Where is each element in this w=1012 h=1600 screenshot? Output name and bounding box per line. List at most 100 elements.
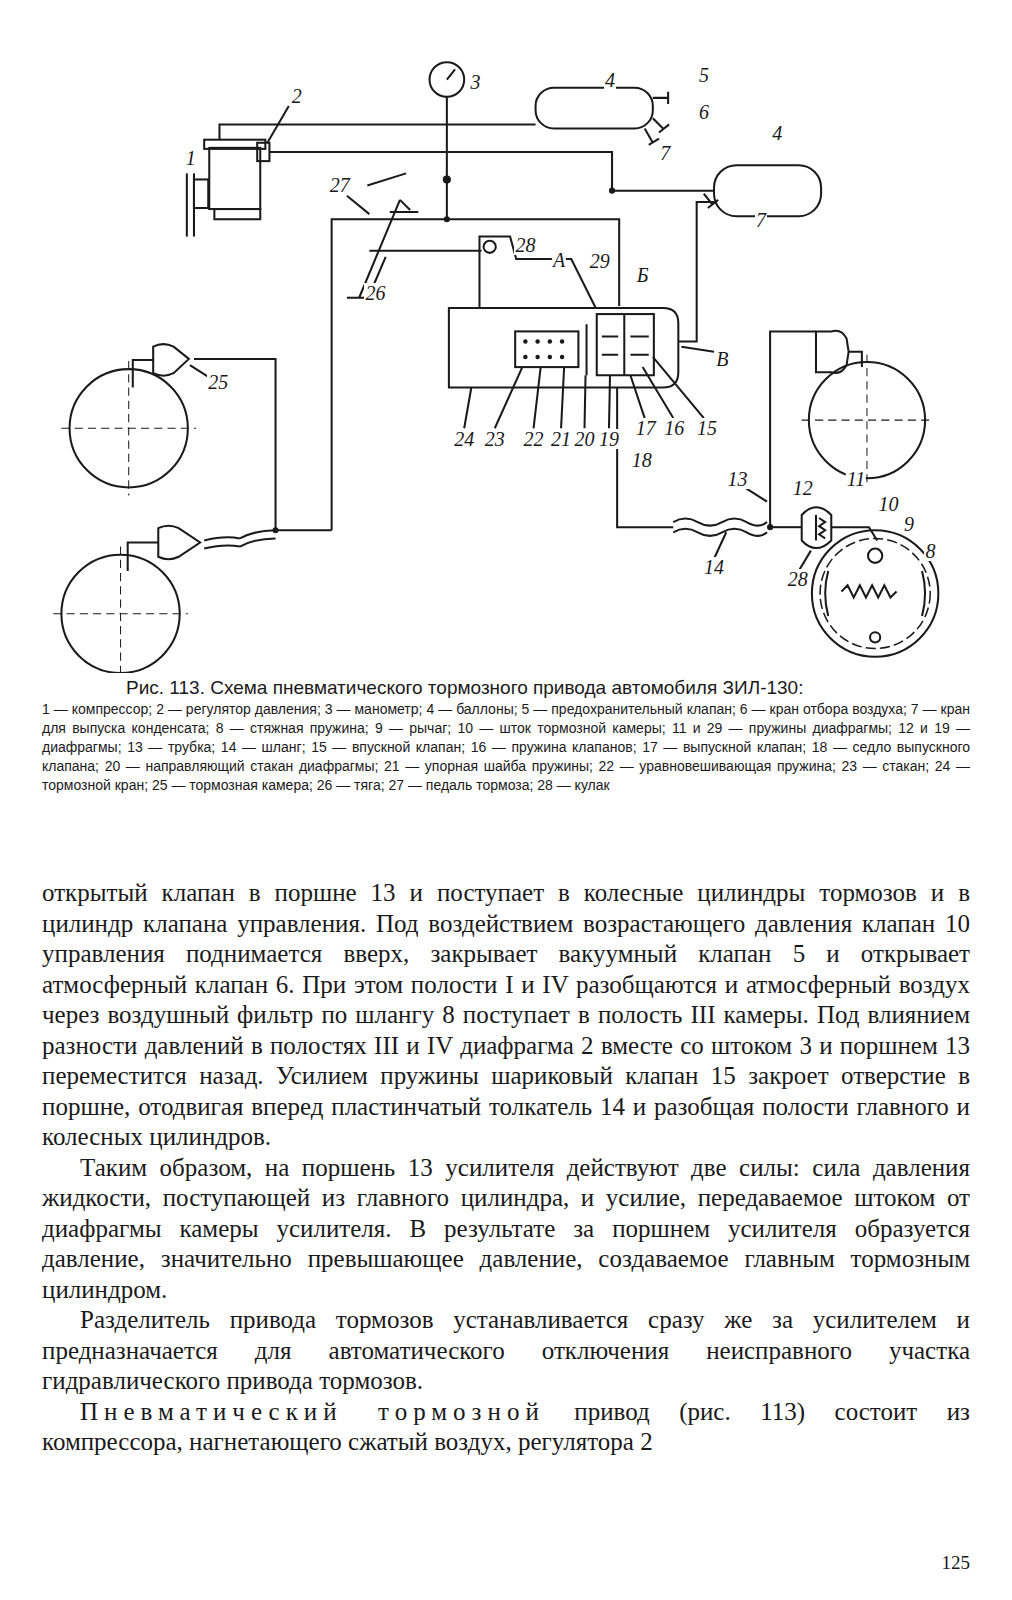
drawing-stroke: [430, 62, 465, 97]
brake-system-drawing: [0, 0, 1012, 673]
drawing-stroke: [515, 331, 578, 367]
drawing-stroke: [53, 547, 188, 673]
drawing-stroke: [267, 106, 288, 143]
callout-number: В: [715, 349, 729, 369]
drawing-stroke: [479, 237, 595, 308]
drawing-stroke: [278, 529, 332, 531]
callout-number: 7: [659, 143, 671, 163]
drawing-stroke: [373, 257, 385, 286]
callout-number: 11: [846, 469, 867, 489]
drawing-stroke: [653, 118, 669, 132]
drawing-stroke: [597, 314, 654, 375]
drawing-stroke: [868, 549, 882, 563]
callout-number: 22: [523, 429, 545, 449]
callout-number: 20: [574, 429, 596, 449]
drawing-stroke: [714, 532, 726, 559]
drawing-stroke: [609, 188, 615, 194]
drawing-stroke: [240, 530, 276, 546]
drawing-stroke: [819, 518, 825, 538]
drawing-stroke: [812, 530, 938, 656]
callout-number: А: [552, 250, 566, 270]
drawing-stroke: [586, 324, 588, 375]
callout-number: 26: [364, 283, 386, 303]
drawing-stroke: [653, 92, 668, 104]
paragraph-box: Пневматический тормозной привод (рис. 11…: [42, 1397, 970, 1458]
drawing-stroke: [446, 97, 448, 219]
drawing-stroke: [815, 515, 817, 540]
callout-number: 28: [787, 569, 809, 589]
drawing-stroke: [272, 527, 278, 533]
drawing-stroke: [194, 179, 208, 208]
drawing-stroke: [770, 526, 802, 528]
callout-number: 23: [484, 429, 506, 449]
callout-number: 13: [727, 469, 749, 489]
drawing-stroke: [332, 219, 620, 530]
drawing-stroke: [204, 537, 240, 548]
drawing-stroke: [444, 216, 450, 222]
drawing-stroke: [153, 344, 189, 376]
drawing-stroke: [204, 140, 265, 149]
drawing-stroke: [535, 355, 539, 359]
page-number: 125: [942, 1552, 971, 1573]
drawing-stroke: [535, 339, 539, 343]
body-text: открытый клапан в поршне 13 и поступает …: [42, 878, 970, 1458]
drawing-stroke: [214, 209, 260, 219]
drawing-stroke: [802, 355, 933, 486]
callout-number: 12: [792, 478, 814, 498]
callout-number: 15: [696, 418, 718, 438]
callout-number: 2: [291, 86, 303, 106]
callout-number: 24: [453, 429, 475, 449]
callout-number: 8: [924, 541, 936, 561]
drawing-stroke: [257, 143, 269, 161]
drawing-stroke: [870, 632, 880, 642]
drawing-stroke: [369, 250, 481, 252]
callout-number: 7: [755, 210, 767, 230]
drawing-stroke: [673, 519, 767, 536]
drawing-stroke: [444, 176, 450, 182]
drawing-stroke: [484, 241, 496, 253]
drawing-stroke: [678, 202, 714, 342]
callout-number: 16: [663, 418, 685, 438]
paragraph: Таким образом, на поршень 13 усилителя д…: [42, 1153, 970, 1306]
callout-number: 1: [185, 148, 197, 168]
spaced-heading: Пневматический тормозной: [80, 1398, 545, 1425]
drawing-stroke: [714, 165, 821, 216]
drawing-stroke: [523, 355, 527, 359]
callout-number: 4: [771, 123, 783, 143]
callout-number: 3: [469, 72, 481, 92]
drawing-stroke: [272, 188, 773, 534]
drawing-stroke: [347, 196, 369, 214]
drawing-stroke: [447, 69, 455, 79]
drawing-stroke: [158, 526, 200, 560]
drawing-stroke: [820, 538, 930, 648]
callout-number: 10: [878, 494, 900, 514]
drawing-stroke: [523, 339, 527, 343]
callout-number: 18: [631, 450, 653, 470]
page-number-box: 125: [942, 1552, 971, 1574]
drawing-stroke: [53, 62, 938, 673]
drawing-stroke: [799, 551, 811, 571]
drawing-stroke: [548, 355, 552, 359]
drawing-stroke: [390, 200, 419, 212]
drawing-stroke: [767, 524, 773, 530]
paragraph: открытый клапан в поршне 13 и поступает …: [42, 878, 970, 1153]
drawing-stroke: [464, 367, 610, 428]
drawing-stroke: [745, 487, 767, 501]
parts-list: 1 — компрессор; 2 — регулятор давления; …: [42, 700, 970, 795]
drawing-stroke: [809, 362, 925, 478]
drawing-stroke: [367, 173, 406, 185]
drawing-stroke: [560, 339, 564, 343]
callout-number: 9: [903, 514, 915, 534]
drawing-stroke: [194, 359, 276, 530]
callout-number: 25: [207, 372, 229, 392]
drawing-stroke: [560, 355, 564, 359]
drawing-stroke: [209, 148, 260, 209]
callout-number: Б: [636, 265, 650, 285]
drawing-stroke: [61, 361, 196, 496]
drawing-stroke: [186, 173, 188, 236]
drawing-stroke: [548, 339, 552, 343]
callout-number: 17: [635, 418, 657, 438]
drawing-stroke: [825, 571, 925, 616]
callout-number: 5: [698, 65, 710, 85]
drawing-stroke: [645, 128, 659, 144]
